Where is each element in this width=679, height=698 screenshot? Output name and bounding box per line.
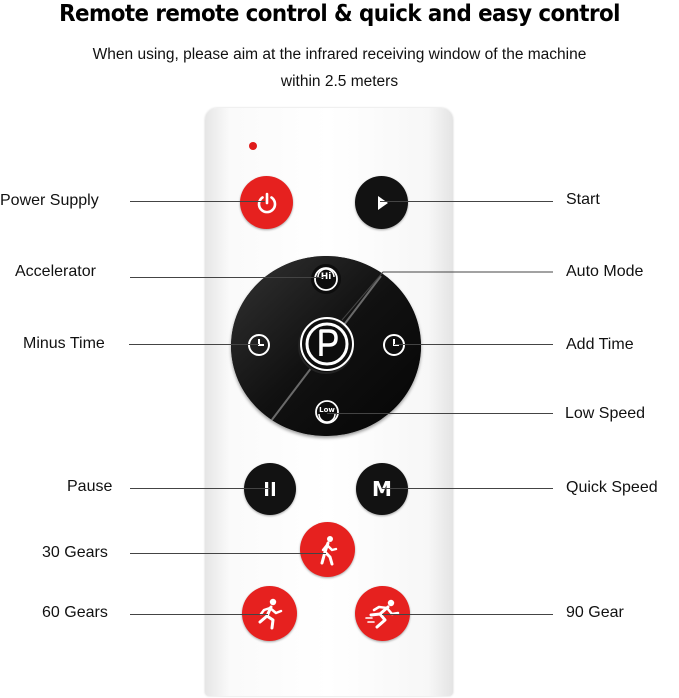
- low-text: Low: [319, 406, 335, 414]
- accelerator-callout-line: [130, 277, 324, 278]
- play-icon: [377, 195, 388, 210]
- clock-icon: [383, 334, 405, 356]
- gear-90-label: 90 Gear: [566, 604, 624, 621]
- auto-mode-label: Auto Mode: [566, 263, 644, 280]
- pause-label: Pause: [67, 478, 113, 495]
- start-callout-line: [380, 201, 553, 202]
- minus-time-button[interactable]: [244, 330, 274, 360]
- gears-30-callout-line: [130, 553, 326, 554]
- page-title: Remote remote control & quick and easy c…: [59, 1, 620, 27]
- subtitle-line-1: When using, please aim at the infrared r…: [92, 46, 587, 63]
- low-speed-button[interactable]: Low: [312, 397, 342, 427]
- power-icon: [257, 192, 276, 213]
- infrared-indicator-led: [249, 142, 257, 150]
- gear-90-callout-line: [382, 614, 553, 615]
- quick-speed-m-button[interactable]: M: [356, 463, 408, 515]
- power-button[interactable]: [240, 176, 293, 229]
- auto-mode-p-button[interactable]: [299, 316, 355, 372]
- gears-60-callout-line: [130, 614, 268, 615]
- hi-text: Hi: [320, 272, 332, 282]
- gears-60-button[interactable]: [242, 586, 297, 641]
- p-icon: [300, 317, 354, 371]
- accelerator-hi-button[interactable]: Hi: [311, 264, 341, 294]
- clock-icon: [248, 334, 270, 356]
- walker-icon: [320, 535, 337, 565]
- power-callout-line: [130, 201, 265, 202]
- subtitle-line-2: within 2.5 meters: [280, 73, 399, 90]
- power-supply-label: Power Supply: [0, 192, 99, 209]
- gears-30-button[interactable]: [300, 522, 355, 577]
- low-speed-label: Low Speed: [565, 405, 646, 422]
- pause-icon: [265, 482, 275, 496]
- accelerator-label: Accelerator: [15, 263, 96, 280]
- add-time-button[interactable]: [379, 330, 409, 360]
- add-time-label: Add Time: [566, 336, 634, 353]
- gears-30-label: 30 Gears: [42, 544, 108, 561]
- gears-60-label: 60 Gears: [42, 604, 108, 621]
- m-text: M: [372, 477, 392, 501]
- sprinter-icon: [364, 599, 399, 628]
- start-button[interactable]: [355, 176, 408, 229]
- pause-callout-line: [130, 488, 270, 489]
- low-speed-callout-line: [327, 413, 553, 414]
- gear-90-button[interactable]: [355, 586, 410, 641]
- pause-button[interactable]: [244, 463, 296, 515]
- runner-icon: [258, 598, 282, 629]
- minus-time-label: Minus Time: [23, 335, 105, 352]
- hi-badge-icon: [314, 267, 338, 291]
- low-badge-icon: [315, 400, 339, 424]
- minus-time-callout-line: [129, 344, 259, 345]
- add-time-callout-line: [394, 344, 553, 345]
- quick-speed-callout-line: [382, 488, 553, 489]
- start-label: Start: [566, 191, 600, 208]
- quick-speed-label: Quick Speed: [566, 479, 658, 496]
- auto-mode-callout-line: [341, 271, 553, 321]
